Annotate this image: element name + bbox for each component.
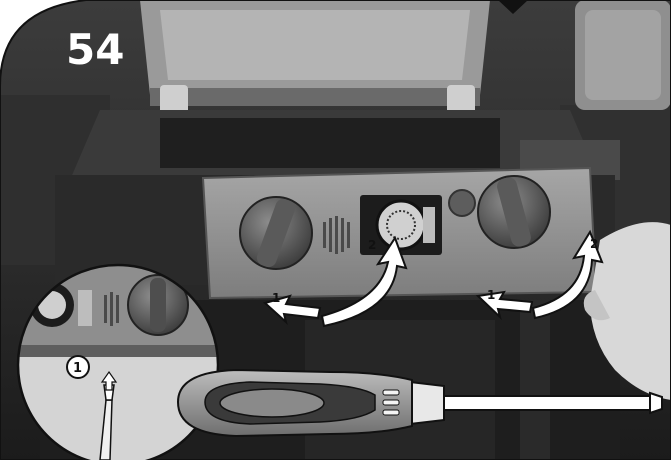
control-knob-left — [240, 197, 312, 270]
inset-detail: 1 — [18, 265, 218, 460]
inset-callout-number: 1 — [73, 361, 82, 376]
step-number: 54 — [66, 25, 124, 74]
ignition-button — [449, 190, 475, 216]
control-knob-right — [478, 176, 550, 249]
callout-right-lift: 2 — [590, 237, 598, 251]
callout-left-lift: 2 — [368, 238, 376, 252]
callout-right-push: 1 — [487, 288, 495, 302]
callout-left-push: 1 — [272, 291, 280, 305]
